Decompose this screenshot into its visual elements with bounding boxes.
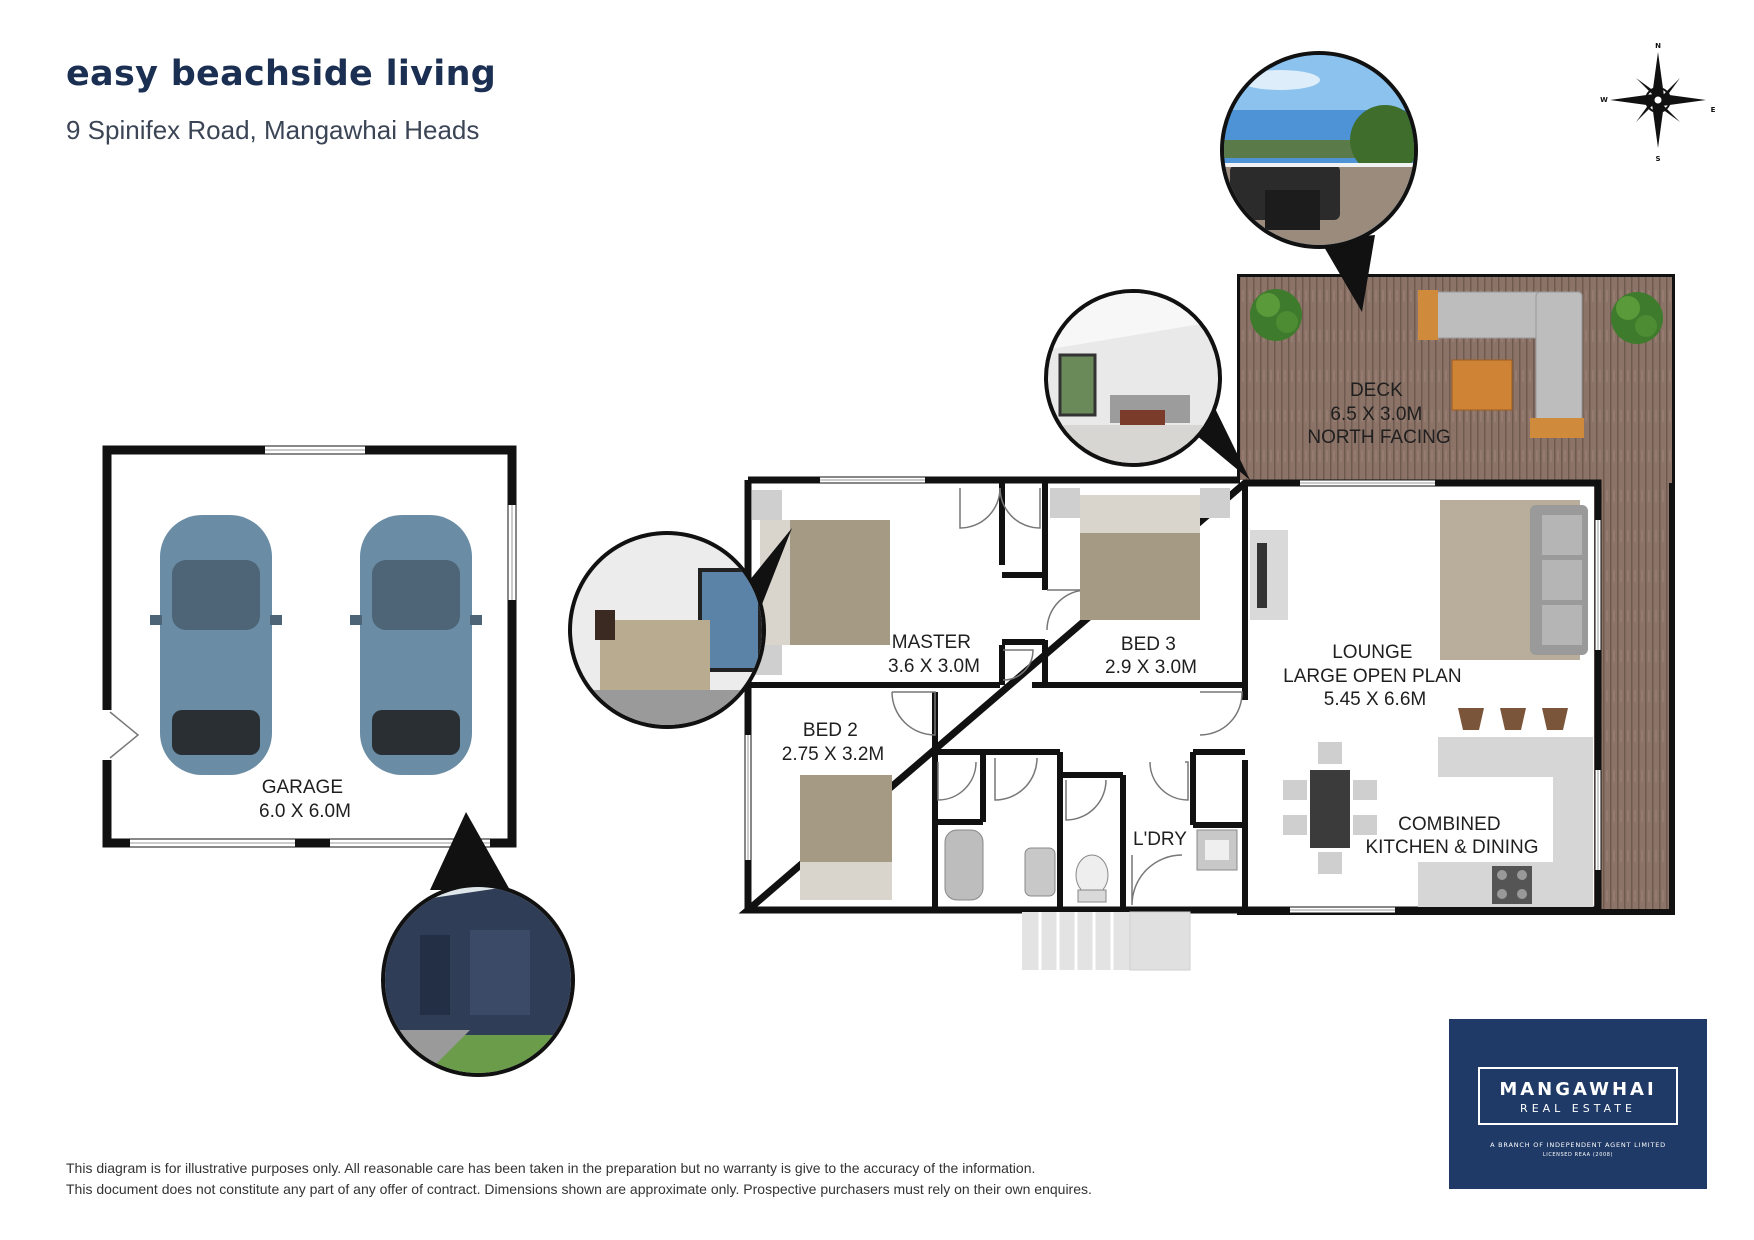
entry-steps-icon <box>1022 911 1191 971</box>
bed-icon <box>800 775 892 900</box>
garage-photo <box>381 812 575 1077</box>
logo-subtitle: REAL ESTATE <box>1520 1102 1636 1115</box>
kitchen-dining-label: COMBINED KITCHEN & DINING <box>1365 814 1538 858</box>
toilet-icon <box>1075 854 1109 903</box>
stool-icon <box>1458 708 1568 730</box>
tv-icon <box>1250 530 1288 620</box>
compass-north: N <box>1655 42 1661 50</box>
laundry-label: L'DRY <box>1133 829 1187 850</box>
bed3-label: BED 3 2.9 X 3.0M <box>1105 634 1197 678</box>
laundry-sink-icon <box>1196 829 1238 871</box>
compass-east: E <box>1711 106 1716 114</box>
agency-logo: MANGAWHAI REAL ESTATE A BRANCH OF INDEPE… <box>1449 1019 1707 1189</box>
property-address: 9 Spinifex Road, Mangawhai Heads <box>66 115 480 145</box>
logo-frame: MANGAWHAI REAL ESTATE <box>1478 1067 1678 1125</box>
vanity-icon <box>1024 847 1056 897</box>
disclaimer: This diagram is for illustrative purpose… <box>66 1158 1216 1200</box>
logo-branch-text: A BRANCH OF INDEPENDENT AGENT LIMITED <box>1490 1141 1666 1149</box>
compass-rose-icon: N S E W <box>1600 42 1715 163</box>
bed2-label: BED 2 2.75 X 3.2M <box>782 720 884 765</box>
deck-photo <box>1220 51 1418 312</box>
car-icon <box>350 515 482 775</box>
page-title: easy beachside living <box>66 54 497 94</box>
logo-name: MANGAWHAI <box>1499 1079 1657 1100</box>
plant-icon <box>1250 289 1302 341</box>
garage <box>102 445 517 848</box>
deck-label: DECK 6.5 X 3.0M NORTH FACING <box>1307 380 1450 448</box>
compass-south: S <box>1655 155 1660 163</box>
bed-icon <box>1050 488 1230 620</box>
garage-label: GARAGE 6.0 X 6.0M <box>259 777 351 822</box>
door-swing-icon <box>891 487 1243 906</box>
logo-license-text: LICENSED REAA (2008) <box>1542 1152 1614 1158</box>
disclaimer-line-1: This diagram is for illustrative purpose… <box>66 1160 1036 1176</box>
sofa-icon <box>1530 505 1588 655</box>
master-label: MASTER 3.6 X 3.0M <box>888 632 980 677</box>
compass-west: W <box>1600 96 1608 104</box>
outdoor-sofa-icon <box>1418 290 1584 438</box>
dining-table-icon <box>1283 742 1377 874</box>
plant-icon <box>1611 292 1663 344</box>
bath-icon <box>944 829 984 901</box>
main-house <box>738 476 1602 971</box>
kitchen-counter-icon <box>1418 737 1593 907</box>
car-icon <box>150 515 282 775</box>
door-swing-icon <box>109 711 140 759</box>
lounge-photo <box>1044 289 1250 480</box>
lounge-label: LOUNGE LARGE OPEN PLAN 5.45 X 6.6M <box>1283 642 1467 710</box>
disclaimer-line-2: This document does not constitute any pa… <box>66 1181 1092 1197</box>
